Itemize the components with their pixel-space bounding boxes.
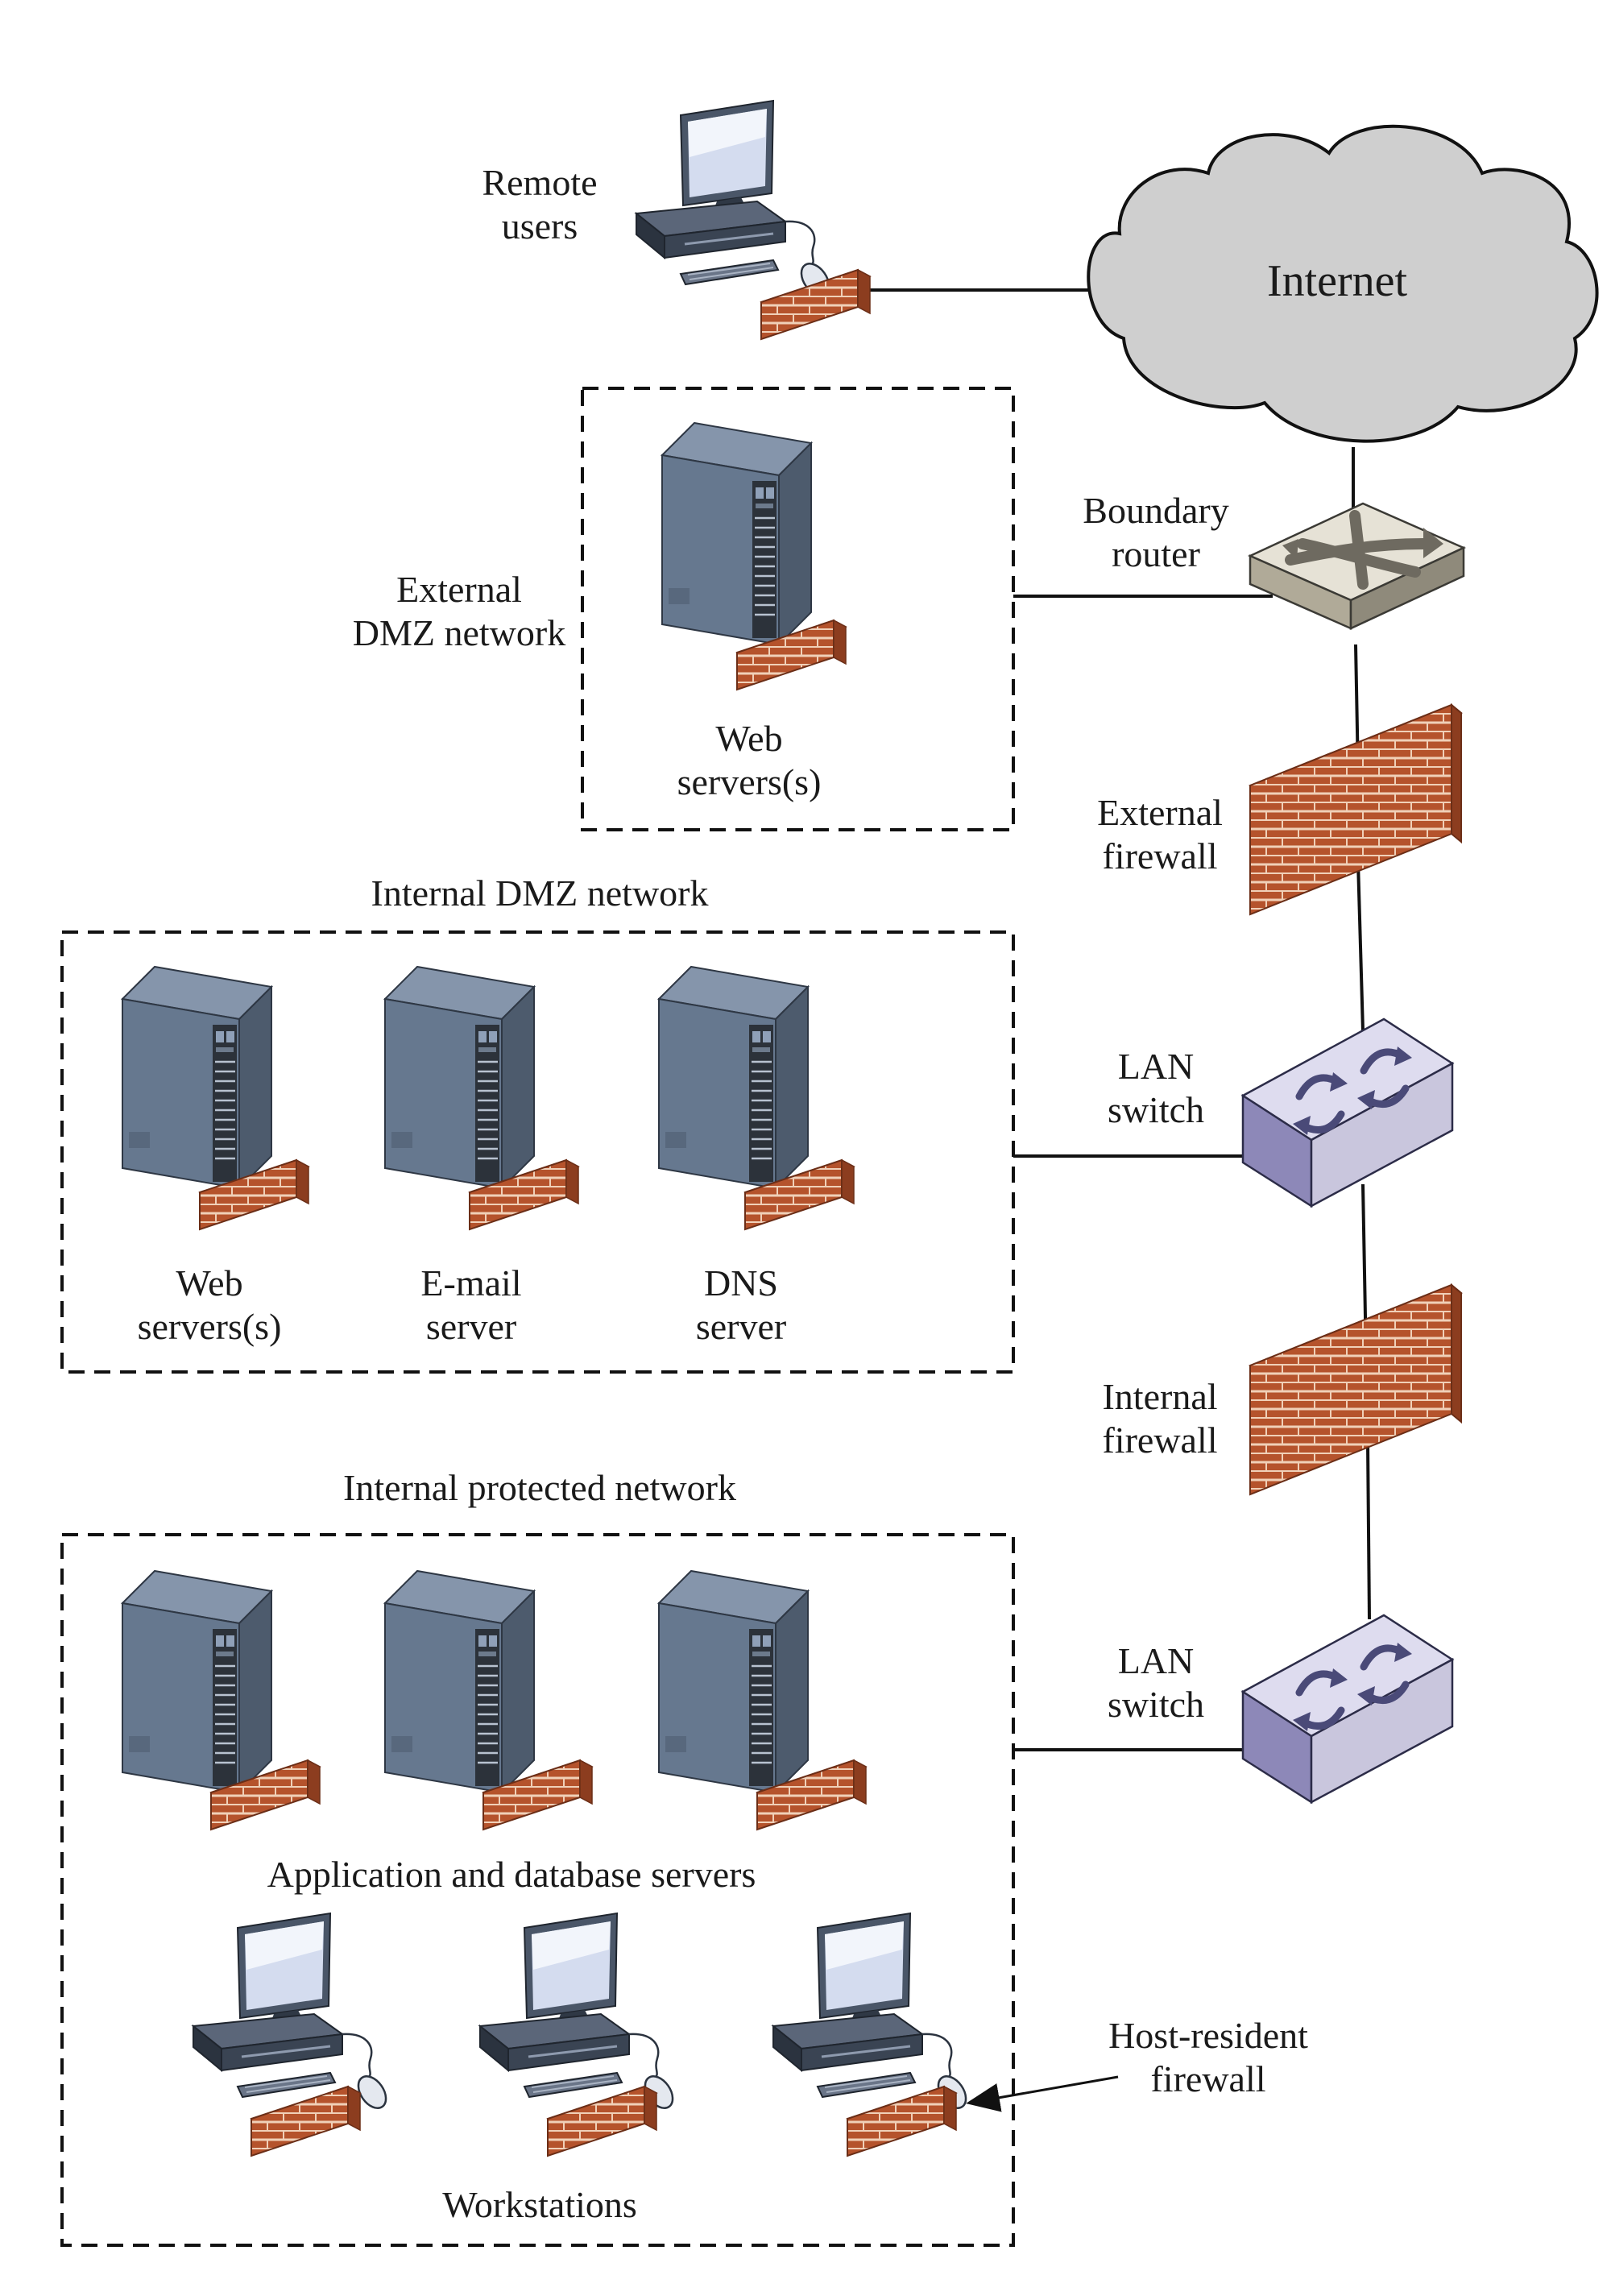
external-web-server-icon <box>661 421 813 646</box>
internal-dmz-box <box>60 930 1015 1374</box>
workstation-1-icon <box>192 1912 393 2115</box>
connections <box>868 288 1371 1751</box>
workstation-3-firewall-icon <box>847 2086 957 2157</box>
external-firewall-icon <box>1249 704 1462 915</box>
internet-label: Internet <box>1266 256 1408 306</box>
app-server-3-icon <box>657 1569 810 1794</box>
workstation-2-icon <box>478 1912 680 2115</box>
external-dmz-box <box>581 387 1015 831</box>
dns-server-icon <box>657 965 810 1190</box>
app-db-servers-label: Application and database servers <box>267 1854 756 1895</box>
workstation-1-firewall-icon <box>251 2086 361 2157</box>
internal-protected-label: Internal protected network <box>343 1467 736 1508</box>
lan-switch-1-icon <box>1243 1019 1452 1206</box>
internal-firewall-to-switch-link <box>1366 1441 1371 1620</box>
workstations-label: Workstations <box>442 2184 637 2225</box>
internal-firewall-icon <box>1249 1284 1462 1495</box>
internal-protected-box <box>60 1533 1015 2247</box>
app-server-1-icon <box>121 1569 273 1794</box>
firewall-to-switch-link <box>1356 861 1365 1032</box>
app-server-2-icon <box>383 1569 536 1794</box>
internet-cloud-icon <box>1087 124 1599 443</box>
internal-web-server-icon <box>121 965 273 1190</box>
workstation-2-firewall-icon <box>547 2086 657 2157</box>
host-resident-firewall-arrow <box>966 2075 1119 2112</box>
email-server-icon <box>383 965 536 1190</box>
remote-user-workstation-icon <box>635 99 836 302</box>
internal-dmz-label: Internal DMZ network <box>371 872 709 914</box>
router-icon <box>1250 504 1464 628</box>
workstation-3-icon <box>772 1912 973 2115</box>
lan-switch-2-icon <box>1243 1615 1452 1802</box>
